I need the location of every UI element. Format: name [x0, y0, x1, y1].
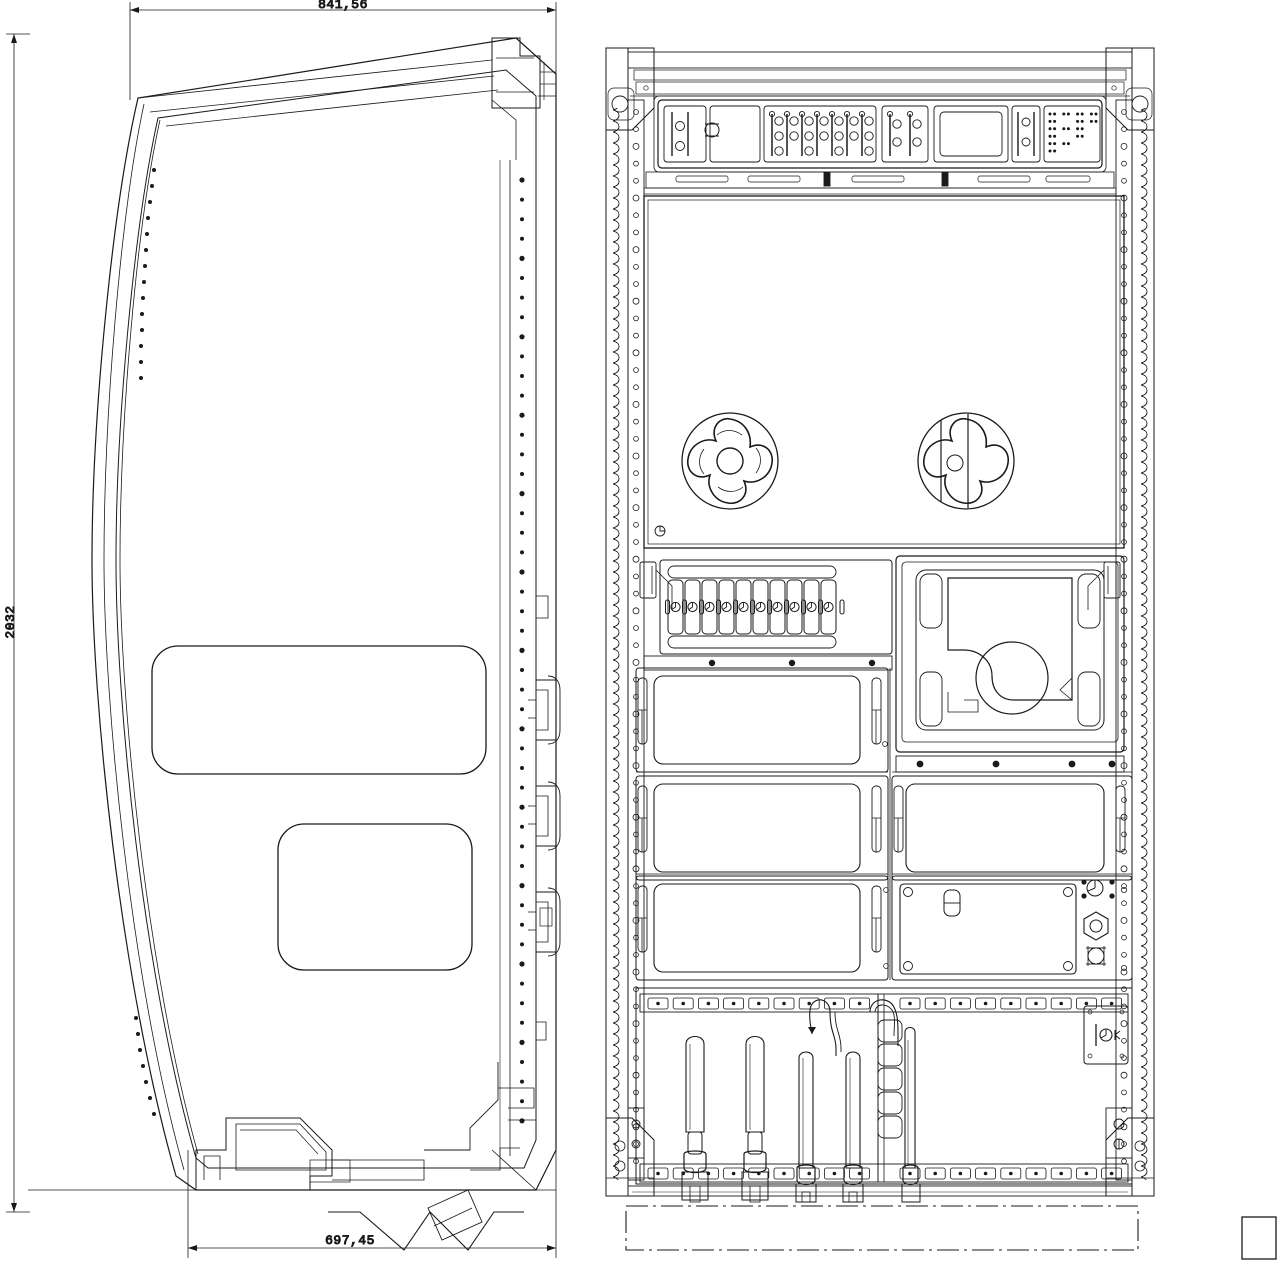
- captive-screw: [871, 785, 882, 853]
- antenna-2: [741, 1035, 769, 1203]
- gasket-strip-left: [608, 108, 620, 1180]
- connector-bank-b: [881, 105, 929, 163]
- module-drawer-l3: [635, 875, 889, 981]
- blower-module: [895, 555, 1125, 773]
- latch-block-left: [663, 105, 707, 163]
- side-mount-pad-right: [1105, 1107, 1133, 1159]
- quarter-turn-fastener-icon: [704, 122, 720, 138]
- id-plate: [1083, 1005, 1129, 1065]
- dimension-bottom-width-label: 697,45: [325, 1233, 375, 1248]
- fan-assembly-right: [917, 412, 1015, 510]
- corner-bracket-top-left: [605, 47, 655, 131]
- quarter-turn-fastener-icon[interactable]: [1086, 946, 1106, 966]
- terminal-block-row: [659, 559, 893, 655]
- cable-bracket-right: [1087, 561, 1121, 610]
- door-side-profile-view: [28, 37, 561, 1251]
- cabinet-front-view: [605, 47, 1155, 1251]
- door-hinge-middle: [528, 781, 561, 851]
- bottom-detail-tag: [427, 1189, 483, 1241]
- title-block-stub: [1241, 1216, 1277, 1260]
- dimension-left-height-label: 2032: [3, 605, 18, 638]
- door-window-upper: [151, 645, 487, 775]
- cable-loop-left: [808, 999, 842, 1056]
- dimension-bottom-width: [187, 1150, 557, 1258]
- module-drawer-l2: [635, 775, 889, 881]
- door-bottom-bracket: [195, 1062, 537, 1191]
- module-drawer-l1: [635, 667, 889, 773]
- hex-nut-icon: [1083, 911, 1109, 941]
- chassis-latch-indicator: [654, 525, 666, 537]
- antenna-4: [842, 1051, 864, 1203]
- door-window-lower: [277, 823, 473, 971]
- panel-blank-left: [704, 105, 761, 163]
- dimension-top-width-label: 841,56: [318, 0, 368, 12]
- main-chassis-fan-bay: [643, 195, 1125, 549]
- antenna-3: [795, 1051, 817, 1203]
- cable-clip-stack: [877, 1019, 903, 1139]
- antenna-bay: [627, 987, 1133, 1203]
- cable-loop-right: [869, 999, 899, 1046]
- corner-bracket-top-right: [1105, 47, 1155, 131]
- captive-screw: [637, 885, 648, 953]
- antenna-5: [901, 1026, 921, 1203]
- indicator-cluster: [1081, 879, 1115, 899]
- terminal-mount-strip: [643, 655, 893, 671]
- door-hinge-upper: [528, 675, 561, 745]
- side-mount-pad-left: [627, 1107, 645, 1159]
- fan-assembly-left: [681, 412, 779, 510]
- door-latch-detail: [535, 595, 549, 1041]
- captive-screw: [637, 677, 648, 745]
- latch-block-right: [1011, 105, 1041, 163]
- base-platform-phantom-outline: [625, 1205, 1139, 1251]
- cabinet-top-cap: [627, 51, 1133, 97]
- cable-bracket-left: [639, 561, 673, 610]
- service-panel-right: [891, 875, 1133, 981]
- antenna-1: [681, 1035, 709, 1203]
- ground-symbol-icon: [1095, 1024, 1121, 1046]
- dimension-left-height: [6, 33, 30, 1213]
- cabinet-bottom-rail: [627, 1185, 1133, 1197]
- door-hinge-lower: [528, 887, 561, 957]
- captive-screw: [1115, 785, 1126, 853]
- captive-screw: [637, 785, 648, 853]
- top-connector-panel: [643, 95, 1117, 195]
- door-rivet-column-right: [519, 177, 525, 1124]
- gasket-strip-right: [1140, 108, 1152, 1180]
- pin-matrix-panel: [1043, 105, 1101, 163]
- panel-blank-window: [933, 105, 1009, 163]
- toggle-switch-icon[interactable]: [943, 889, 961, 917]
- captive-screw: [871, 885, 882, 953]
- captive-screw: [893, 785, 904, 853]
- door-rivet-column-left: [134, 168, 156, 1116]
- captive-screw: [871, 677, 882, 745]
- module-drawer-r2: [891, 775, 1133, 881]
- connector-bank-a: [763, 105, 877, 163]
